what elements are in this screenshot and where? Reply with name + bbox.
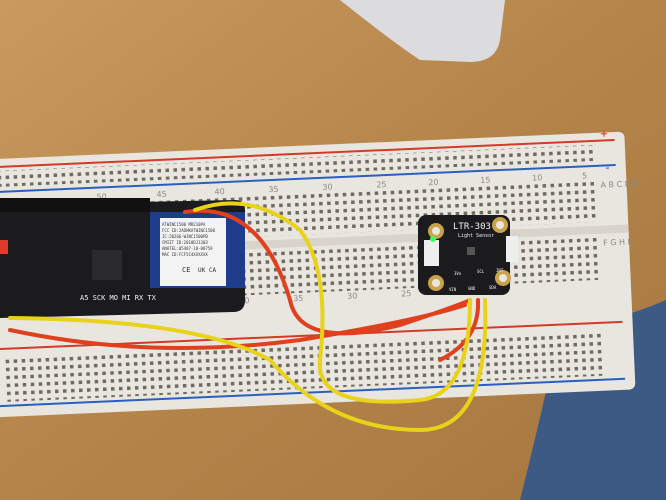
wifi-module-label bbox=[160, 218, 226, 286]
ltr303-sensor-board: LTR-303 Light Sensor 3Vo SCL INT VIN GND… bbox=[418, 215, 518, 295]
rail-red-top bbox=[0, 139, 615, 169]
row-letters-bottom: F G H I J bbox=[603, 237, 635, 247]
rail-red-bottom bbox=[0, 320, 623, 351]
wire-yellow-2 bbox=[8, 298, 488, 433]
rail-plus: + bbox=[600, 126, 608, 140]
module-line: ANATEL:05487-18-08759 bbox=[162, 246, 213, 251]
pin-label: INT bbox=[496, 268, 504, 273]
module-line: IC:20266-WINC1500PB bbox=[162, 234, 208, 239]
col-num: 5 bbox=[582, 171, 587, 180]
pin-label: SCL bbox=[477, 269, 485, 274]
col-num: 35 bbox=[293, 294, 304, 303]
power-led bbox=[430, 236, 436, 242]
col-num: 30 bbox=[322, 182, 333, 191]
col-num: 30 bbox=[347, 291, 358, 300]
col-num: 40 bbox=[214, 187, 225, 196]
pin-label: SDA bbox=[489, 285, 497, 290]
feather-pin-labels: A5 SCK MO MI RX TX bbox=[80, 294, 157, 302]
col-num: 35 bbox=[268, 185, 279, 194]
row-letters-top: A B C D E bbox=[600, 179, 638, 190]
ce-mark: CE bbox=[182, 266, 190, 274]
ukca-mark: UK CA bbox=[198, 267, 216, 274]
stemma-connector-left bbox=[424, 240, 439, 266]
mcu-chip bbox=[92, 250, 122, 280]
module-line: ATWINC1500 MR210PA bbox=[162, 222, 206, 227]
module-line: MAC ID:FCF5C4XXXXXX bbox=[162, 252, 208, 257]
sensor-chip bbox=[467, 247, 475, 255]
feather-board: ATWINC1500 MR210PA FCC ID:2ADHKATWINC150… bbox=[0, 198, 245, 318]
sensor-title: LTR-303 bbox=[453, 222, 491, 232]
pin-label: 3Vo bbox=[454, 271, 462, 276]
pin-label: VIN bbox=[449, 287, 457, 292]
header-pins bbox=[0, 198, 150, 212]
wire-yellow-1 bbox=[193, 201, 472, 404]
col-num: 50 bbox=[96, 192, 107, 201]
sensor-subtitle: Light Sensor bbox=[458, 233, 494, 239]
col-num: 10 bbox=[532, 173, 543, 182]
led bbox=[0, 240, 8, 254]
col-num: 45 bbox=[156, 190, 167, 199]
rail-minus: - bbox=[603, 160, 611, 174]
module-line: FCC ID:2ADHKATWINC1500 bbox=[162, 228, 216, 233]
col-num: 15 bbox=[480, 175, 491, 184]
col-num: 20 bbox=[428, 178, 439, 187]
wire-red-2 bbox=[8, 303, 467, 350]
col-num: 25 bbox=[376, 180, 387, 189]
pin-label: GND bbox=[468, 286, 476, 291]
stemma-connector-right bbox=[506, 236, 518, 262]
module-line: CMIIT ID:2018DJ1303 bbox=[162, 240, 208, 245]
col-num: 25 bbox=[401, 289, 412, 298]
laptop-corner bbox=[340, 0, 505, 62]
rail-blue-top bbox=[0, 164, 616, 194]
